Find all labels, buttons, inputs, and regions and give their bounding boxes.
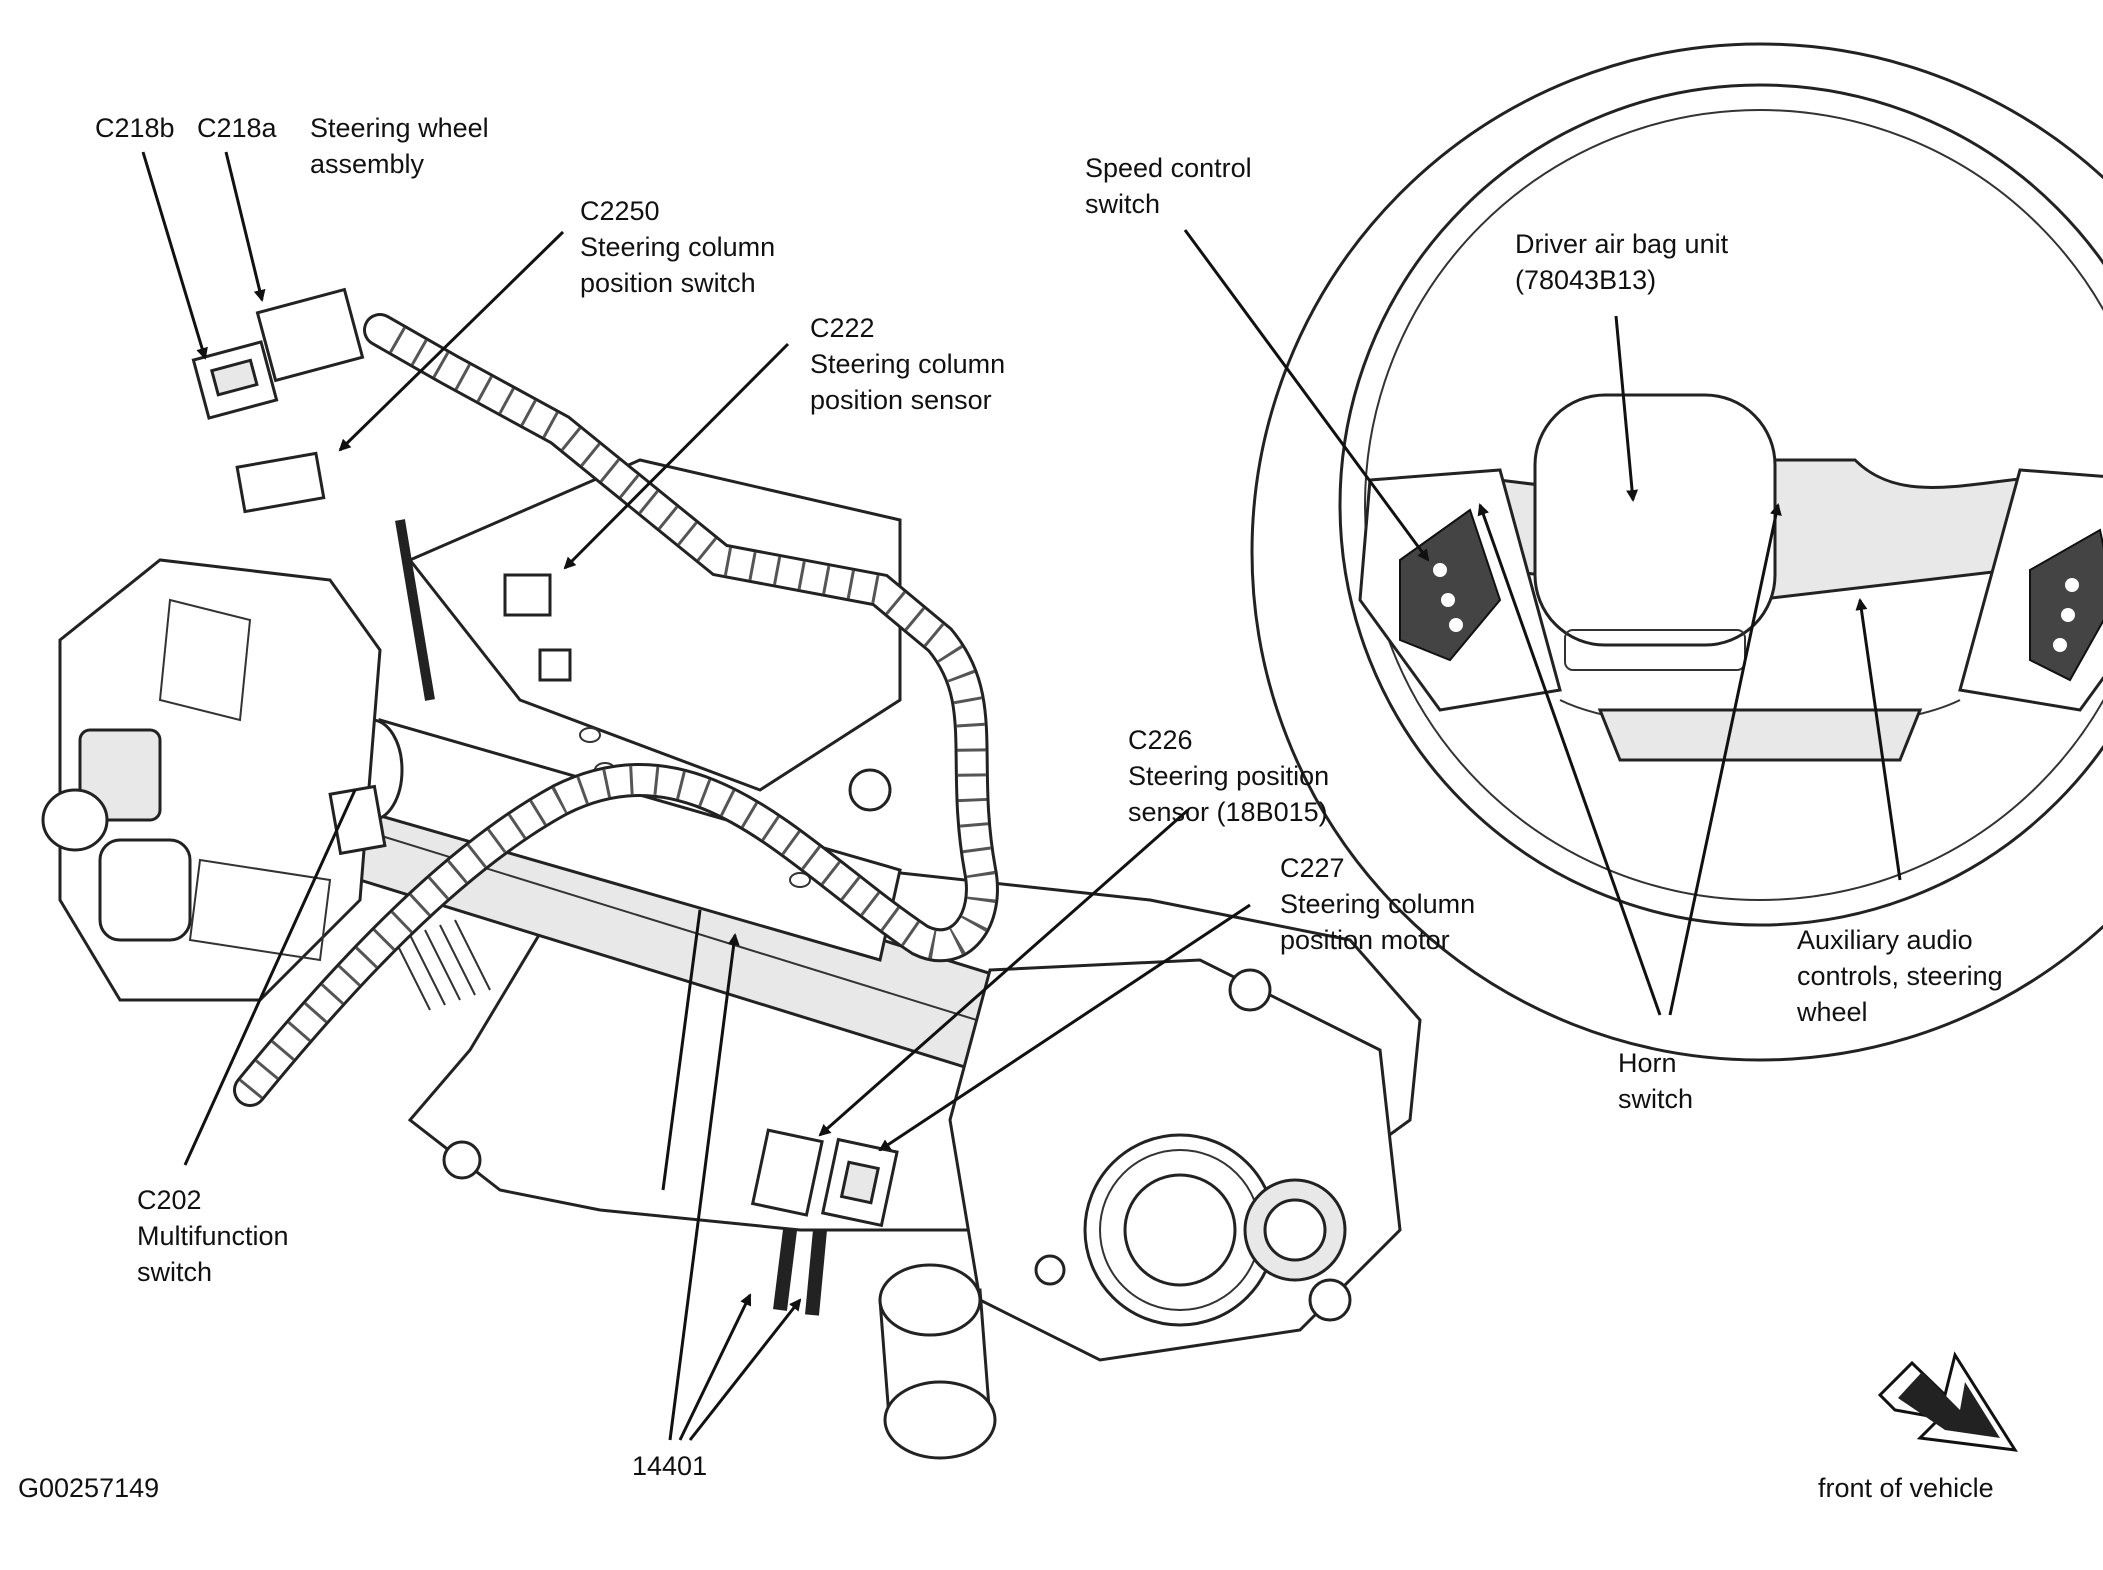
label-front-of-vehicle: front of vehicle xyxy=(1818,1473,1994,1503)
label-c218b: C218b xyxy=(95,113,175,143)
wiring-harness-14401 xyxy=(233,313,999,1316)
connector-c226 xyxy=(750,1128,824,1217)
driver-air-bag-module xyxy=(1533,393,1777,671)
connector-c218b xyxy=(191,340,279,420)
auxiliary-audio-pad xyxy=(2029,528,2103,682)
label-c218a: C218a xyxy=(197,113,277,143)
callout-leaders xyxy=(141,151,1902,1441)
label-harness-14401: 14401 xyxy=(632,1451,708,1481)
steering-column-assembly xyxy=(41,458,1422,1460)
connector-c227 xyxy=(820,1137,899,1228)
connector-c2250 xyxy=(235,451,326,514)
tilt-motor xyxy=(878,958,1402,1460)
connector-c202 xyxy=(328,784,387,856)
connector-c222 xyxy=(503,573,572,682)
steering-wheel-inset xyxy=(1250,42,2103,1062)
figure-id: G00257149 xyxy=(18,1473,160,1503)
speed-control-switch-pad xyxy=(1399,508,1502,662)
column-bellows xyxy=(394,919,491,1011)
connector-c218a xyxy=(255,287,365,383)
label-driver-air-bag-unit: Driver air bag unit(78043B13) xyxy=(1515,229,1729,295)
front-arrow-icon xyxy=(1877,1351,2018,1452)
